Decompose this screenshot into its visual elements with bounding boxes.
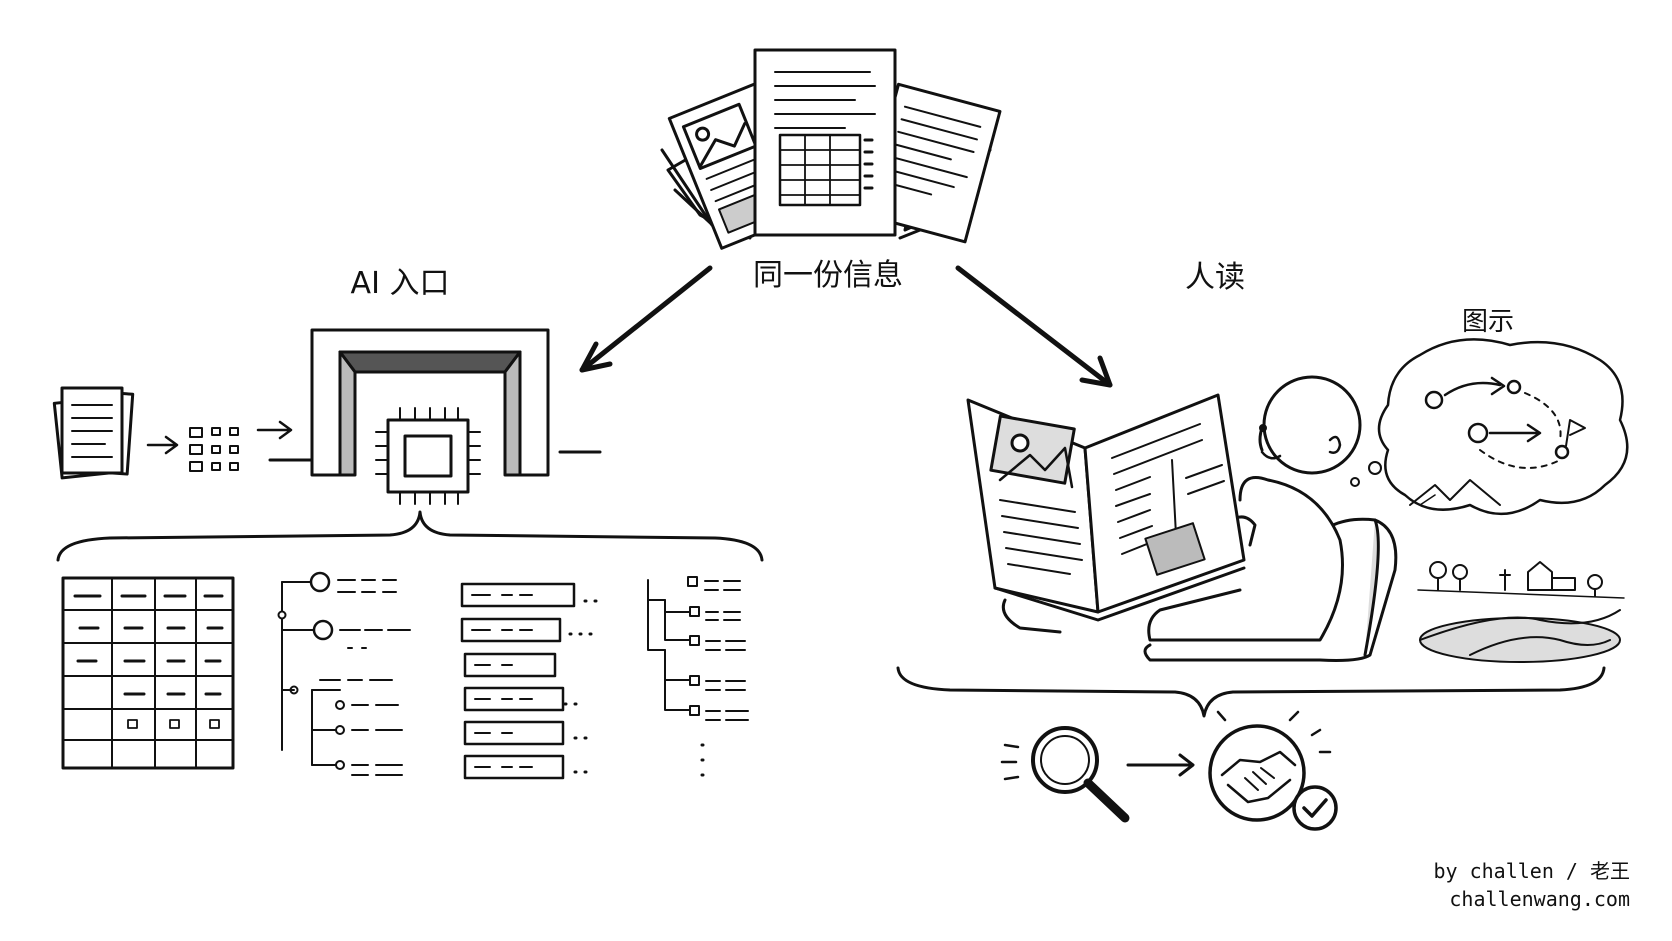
result-arrow-icon — [1126, 753, 1195, 777]
input-docs-icon — [52, 386, 135, 480]
gateway-icon — [268, 328, 602, 477]
tree-structure-icon — [277, 571, 411, 776]
ai-entry-label: AI 入口 — [351, 266, 450, 301]
small-arrow-icon — [146, 435, 179, 455]
right-brace-icon — [896, 666, 1606, 718]
magnifier-icon — [1000, 726, 1130, 823]
document-stack-icon — [660, 48, 1002, 250]
token-grid-icon — [189, 427, 239, 472]
left-brace-icon — [56, 510, 764, 562]
newspaper-icon — [966, 393, 1246, 622]
human-read-label: 人读 — [1185, 260, 1245, 295]
reader-person-icon — [1001, 375, 1398, 662]
landscape-icon — [1409, 479, 1625, 663]
chip-icon — [375, 407, 481, 505]
diagram-label: 图示 — [1462, 307, 1514, 337]
small-arrow-icon — [256, 420, 293, 440]
author-credit: by challen / 老王 — [1433, 859, 1630, 883]
list-structure-icon — [460, 582, 598, 780]
check-badge-icon — [1292, 785, 1338, 831]
arrow-to-ai-icon — [579, 265, 713, 373]
hierarchy-structure-icon — [647, 576, 749, 777]
source-label: 同一份信息 — [753, 258, 903, 293]
arrow-to-human-icon — [955, 265, 1113, 388]
author-website: challenwang.com — [1449, 887, 1630, 911]
table-structure-icon — [61, 576, 235, 770]
thought-bubble-icon — [1350, 338, 1629, 516]
handshake-icon — [1208, 710, 1332, 822]
